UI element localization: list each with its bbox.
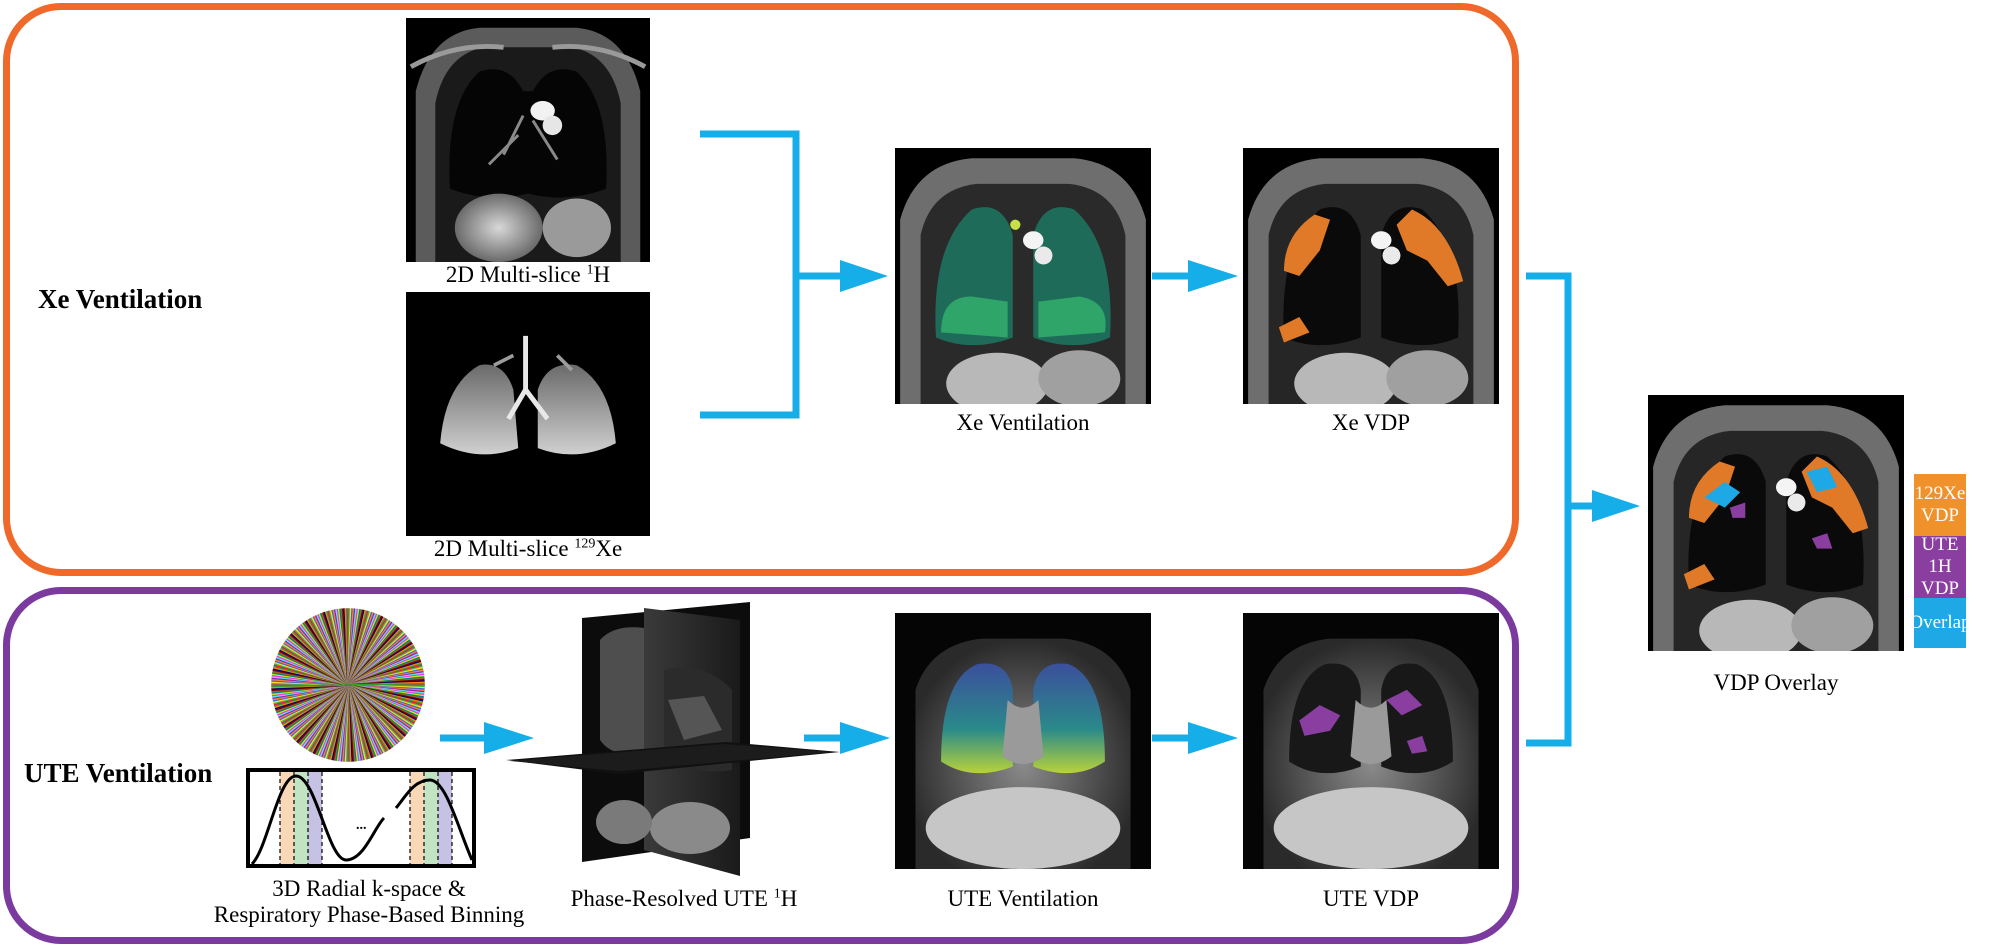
- ute-ventilation-image: [895, 613, 1151, 869]
- ute-vdp-image: [1243, 613, 1499, 869]
- xe-section-title: Xe Ventilation: [38, 284, 203, 314]
- xe-vdp-image: [1243, 148, 1499, 404]
- ute-ventilation-panel: [3, 587, 1519, 944]
- xe-ventilation-caption: Xe Ventilation: [956, 410, 1090, 435]
- xe-ventilation-panel: [3, 3, 1519, 576]
- radial-kspace-image: [268, 605, 428, 765]
- kspace-binning-caption: 3D Radial k-space & Respiratory Phase-Ba…: [213, 876, 525, 927]
- ute-vdp-caption: UTE VDP: [1322, 886, 1420, 911]
- ute-ventilation-caption: UTE Ventilation: [947, 886, 1099, 911]
- ute-section-title: UTE Ventilation: [24, 758, 213, 788]
- xe129-multislice-image: [406, 292, 650, 536]
- waveform-ellipsis: ...: [356, 818, 367, 833]
- h1-multislice-image: [406, 18, 650, 262]
- xe129-multislice-caption: 2D Multi-slice 129Xe: [433, 536, 623, 561]
- vdp-merge-connector: [1526, 272, 1594, 747]
- phase-resolved-ute-volume: [504, 600, 844, 880]
- kspace-spoke: [271, 682, 425, 688]
- xe-vdp-caption: Xe VDP: [1331, 410, 1411, 435]
- arrow-to-vdp-overlay: [1592, 490, 1640, 522]
- h1-multislice-caption: 2D Multi-slice 1H: [445, 262, 611, 287]
- vdp-overlay-caption: VDP Overlay: [1713, 670, 1839, 695]
- xe-ventilation-image: [895, 148, 1151, 404]
- vdp-overlay-image: [1648, 395, 1904, 651]
- legend-overlap: Overlap: [1909, 598, 1971, 648]
- phase-resolved-ute-caption: Phase-Resolved UTE 1H: [570, 886, 798, 911]
- respiratory-waveform-plot: [246, 768, 476, 868]
